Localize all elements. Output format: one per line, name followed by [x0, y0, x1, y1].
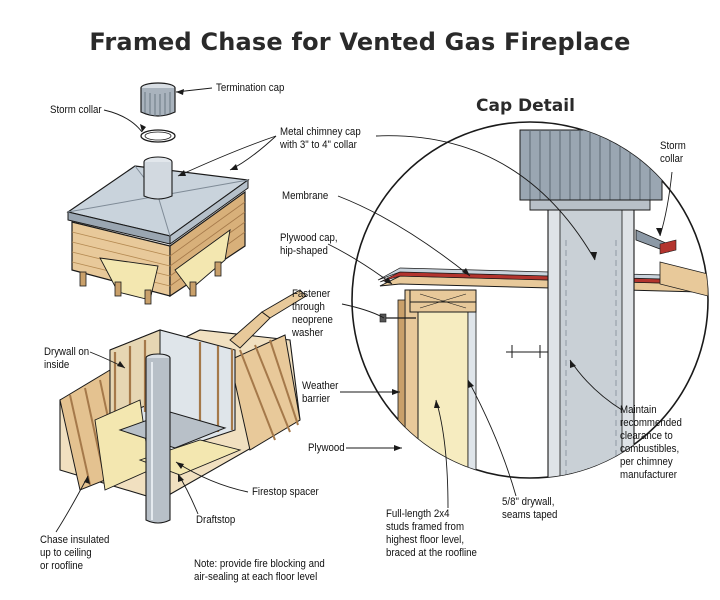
- label-plywood-cap-line2: hip-shaped: [280, 245, 328, 257]
- label-full-length-line2: studs framed from: [386, 521, 465, 533]
- label-termination-cap: Termination cap: [216, 82, 285, 94]
- label-storm-collar-right-line2: collar: [660, 153, 684, 165]
- label-metal-chimney-cap-line2: with 3" to 4" collar: [280, 139, 357, 151]
- label-drywall-inside-line2: inside: [44, 359, 70, 371]
- plywood-cap-box: [71, 190, 246, 305]
- label-metal-chimney-cap: Metal chimney cap with 3" to 4" collar: [280, 126, 361, 152]
- label-weather-barrier: Weather barrier: [302, 380, 338, 406]
- label-membrane: Membrane: [282, 190, 329, 202]
- label-draftstop: Draftstop: [196, 514, 236, 526]
- metal-chimney-cap: [66, 156, 250, 245]
- label-storm-collar-right: Storm collar: [660, 140, 686, 166]
- label-note: Note: provide fire blocking and air-seal…: [194, 558, 325, 584]
- label-plywood-cap-line1: Plywood cap,: [280, 232, 338, 244]
- diagram-title: Framed Chase for Vented Gas Fireplace: [89, 28, 631, 56]
- chimney-pipe: [145, 353, 171, 524]
- label-maintain-line5: per chimney: [620, 456, 673, 468]
- label-drywall-inside: Drywall on inside: [44, 346, 89, 372]
- label-plywood-cap: Plywood cap, hip-shaped: [280, 232, 338, 258]
- label-chase-insulated-line2: up to ceiling: [40, 547, 92, 559]
- label-full-length-line1: Full-length 2x4: [386, 508, 450, 520]
- label-firestop-spacer: Firestop spacer: [252, 486, 319, 498]
- label-fastener-line1: Fastener: [292, 288, 331, 300]
- label-maintain-line4: combustibles,: [620, 443, 680, 455]
- label-maintain-line1: Maintain: [620, 404, 657, 416]
- termination-cap: [140, 82, 176, 117]
- label-note-line2: air-sealing at each floor level: [194, 571, 318, 583]
- label-weather-barrier-line2: barrier: [302, 393, 330, 405]
- label-note-line1: Note: provide fire blocking and: [194, 558, 325, 570]
- label-maintain-line2: recommended: [620, 417, 682, 429]
- label-fastener: Fastener through neoprene washer: [292, 288, 333, 340]
- label-storm-collar-right-line1: Storm: [660, 140, 686, 152]
- label-full-length-studs: Full-length 2x4 studs framed from highes…: [386, 508, 477, 560]
- label-drywall-taped-line2: seams taped: [502, 509, 558, 521]
- label-drywall-inside-line1: Drywall on: [44, 346, 90, 358]
- label-fastener-line4: washer: [292, 327, 324, 339]
- label-maintain-line3: clearance to: [620, 430, 673, 442]
- label-storm-collar-left: Storm collar: [50, 104, 102, 116]
- label-drywall-taped-line1: 5/8" drywall,: [502, 496, 555, 508]
- label-maintain-line6: manufacturer: [620, 469, 678, 481]
- label-maintain-clearance: Maintain recommended clearance to combus…: [620, 404, 682, 482]
- storm-collar-ring: [140, 129, 176, 143]
- label-chase-insulated: Chase insulated up to ceiling or rooflin…: [40, 534, 109, 573]
- label-full-length-line4: braced at the roofline: [386, 547, 477, 559]
- label-chase-insulated-line1: Chase insulated: [40, 534, 110, 546]
- label-metal-chimney-cap-line1: Metal chimney cap: [280, 126, 361, 138]
- label-chase-insulated-line3: or roofline: [40, 560, 84, 572]
- label-weather-barrier-line1: Weather: [302, 380, 339, 392]
- label-fastener-line2: through: [292, 301, 325, 313]
- label-fastener-line3: neoprene: [292, 314, 333, 326]
- cap-detail-title: Cap Detail: [476, 96, 575, 116]
- label-full-length-line3: highest floor level,: [386, 534, 465, 546]
- label-plywood: Plywood: [308, 442, 345, 454]
- label-drywall-taped: 5/8" drywall, seams taped: [502, 496, 557, 522]
